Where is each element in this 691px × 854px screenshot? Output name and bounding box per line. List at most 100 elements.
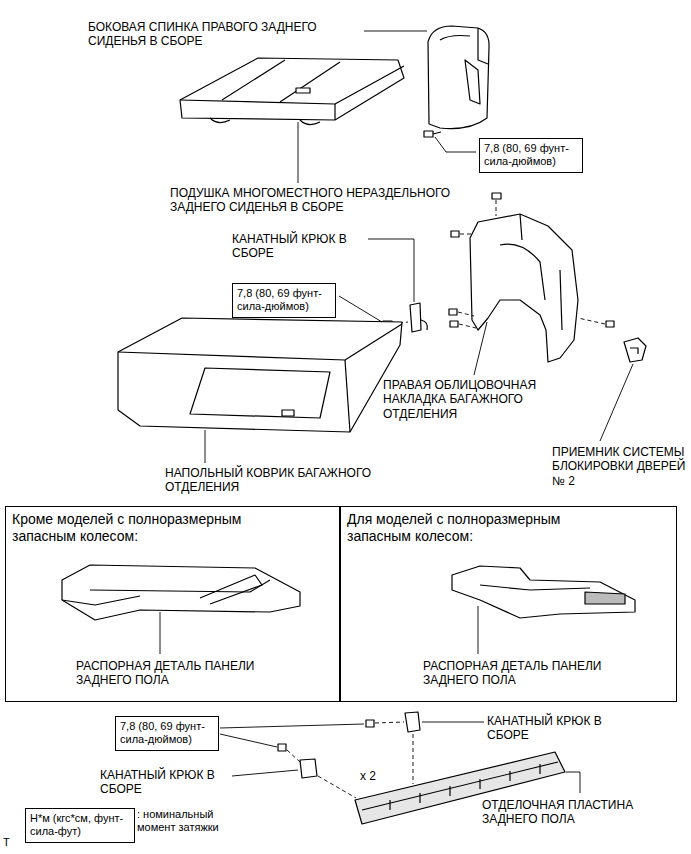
leader-line (339, 296, 382, 322)
assembly-line (375, 722, 404, 723)
seat-back (428, 26, 489, 129)
leader-line (600, 364, 633, 441)
bolt (278, 744, 286, 751)
unit-box: Н*м (кгс*см, фунт-сила-фут) (25, 808, 135, 843)
bolt (451, 231, 459, 237)
lock-receiver (624, 338, 646, 362)
leader-line (478, 606, 479, 654)
assembly-line (460, 234, 474, 235)
trim-panel (470, 214, 578, 362)
torque-box: 7,8 (80, 69 фунт-сила-дюймов) (479, 138, 583, 173)
assembly-line (458, 312, 474, 316)
seat-cushion (180, 58, 404, 125)
floor-spacer (62, 596, 140, 605)
assembly-line (496, 200, 497, 216)
part-name: РАСПОРНАЯ ДЕТАЛЬ ПАНЕЛИ ЗАДНЕГО ПОЛА (76, 659, 288, 688)
floor-mat (118, 324, 402, 360)
rope-hook (410, 303, 427, 332)
assembly-line (459, 324, 476, 328)
bolt (424, 131, 441, 137)
floor-spacer (480, 585, 590, 590)
part-name: КАНАТНЫЙ КРЮК В СБОРЕ (487, 714, 627, 743)
leader-line (298, 122, 299, 183)
rope-hook (421, 320, 427, 330)
bolt (450, 321, 458, 327)
floor-spacer (200, 575, 262, 604)
floor-mat (118, 318, 402, 432)
leader-line (566, 772, 580, 793)
trim-panel (500, 244, 545, 300)
floor-mat (190, 368, 330, 418)
floor-spacer (62, 565, 300, 620)
bolt (449, 309, 457, 315)
floor-spacer (452, 566, 635, 618)
bolt (449, 193, 614, 327)
torque-value: 7,8 (80, 69 фунт-сила-дюймов) (484, 142, 578, 168)
part-name: ПРИЕМНИК СИСТЕМЫ БЛОКИРОВКИ ДВЕРЕЙ № 2 (552, 445, 688, 488)
bolt (433, 132, 441, 134)
leader-line (435, 137, 476, 152)
bolt (606, 321, 614, 327)
torque-value: 7,8 (80, 69 фунт-сила-дюймов) (237, 287, 331, 313)
seat-cushion (210, 118, 320, 125)
lock-receiver (624, 338, 646, 362)
part-name: ОТДЕЛОЧНАЯ ПЛАСТИНА ЗАДНЕГО ПОЛА (482, 798, 647, 827)
trim-panel (560, 270, 562, 330)
torque-value: 7,8 (80, 69 фунт-сила-дюймов) (120, 720, 214, 746)
rope-hook (300, 712, 420, 778)
assembly-line (287, 722, 413, 798)
rope-hook (300, 759, 317, 778)
leader-line (220, 734, 277, 747)
floor-spacer (62, 565, 300, 620)
leader-line (364, 31, 427, 32)
part-name: КАНАТНЫЙ КРЮК В СБОРЕ (232, 232, 367, 261)
rope-hook (410, 303, 421, 332)
part-name: ПОДУШКА МНОГОМЕСТНОГО НЕРАЗДЕЛЬНОГО ЗАДН… (170, 186, 490, 215)
assembly-line (458, 200, 605, 328)
floor-mat (118, 318, 402, 432)
part-name: КАНАТНЫЙ КРЮК В СБОРЕ (100, 768, 240, 797)
leader-line (232, 770, 298, 776)
seat-cushion (296, 88, 310, 93)
leader-line (474, 322, 487, 375)
floor-mat (345, 360, 350, 432)
seat-cushion (222, 60, 340, 102)
lock-receiver (630, 348, 638, 354)
floor-spacer (90, 580, 270, 592)
part-name: ПРАВАЯ ОБЛИЦОВОЧНАЯ НАКЛАДКА БАГАЖНОГО О… (383, 378, 568, 421)
leader-line (422, 722, 484, 723)
variant-panel: Кроме моделей с полноразмерным запасным … (5, 506, 340, 702)
torque-box: 7,8 (80, 69 фунт-сила-дюймов) (115, 716, 219, 751)
figure-mark: T (3, 836, 10, 849)
leader-line (160, 612, 161, 654)
leader-line (205, 430, 206, 463)
bolt (424, 131, 433, 137)
variant-panel: Для моделей с полноразмерным запасным ко… (340, 506, 677, 702)
panel-heading: Кроме моделей с полноразмерным запасным … (12, 511, 274, 545)
seat-back (465, 60, 480, 104)
trim-panel (520, 214, 522, 240)
part-name: БОКОВАЯ СПИНКА ПРАВОГО ЗАДНЕГО СИДЕНЬЯ В… (88, 20, 360, 49)
leader-line (160, 31, 633, 793)
leader-line (220, 724, 364, 728)
torque-box: 7,8 (80, 69 фунт-сила-дюймов) (232, 283, 336, 318)
trim-panel (470, 214, 578, 362)
seat-back (428, 26, 489, 129)
floor-spacer (585, 592, 625, 604)
rope-hook (405, 712, 420, 732)
assembly-line (318, 776, 356, 798)
seat-cushion (180, 58, 404, 120)
bolt (366, 720, 374, 727)
seat-back (440, 36, 470, 41)
legend-note: : номинальный момент затяжки (137, 808, 247, 834)
assembly-line (413, 734, 414, 784)
seat-cushion (180, 66, 404, 104)
leader-line (368, 239, 414, 302)
assembly-line (287, 750, 300, 762)
floor-spacer (452, 566, 635, 618)
panel-heading: Для моделей с полноразмерным запасным ко… (347, 511, 609, 545)
bolt (492, 193, 501, 199)
quantity-note: x 2 (360, 769, 376, 783)
assembly-line (578, 318, 605, 324)
